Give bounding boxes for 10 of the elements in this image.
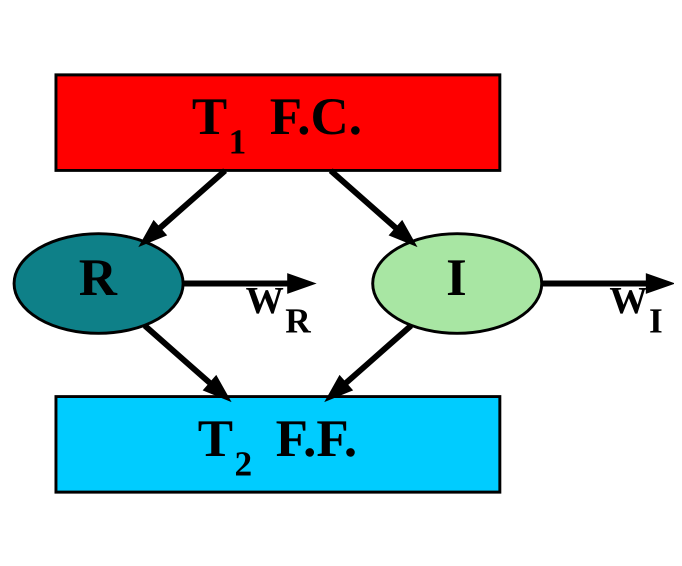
arrow xyxy=(324,322,413,402)
node-box: T$_{2}$ F.F. xyxy=(54,394,502,494)
node-ellipse: R xyxy=(12,232,185,334)
node-box: T$_{1}$ F.C. xyxy=(54,72,502,172)
arrow xyxy=(142,322,232,402)
arrow xyxy=(138,168,228,247)
arrow xyxy=(328,168,418,247)
arrow xyxy=(542,272,674,294)
node-ellipse: I xyxy=(371,232,544,334)
arrow xyxy=(183,272,317,294)
